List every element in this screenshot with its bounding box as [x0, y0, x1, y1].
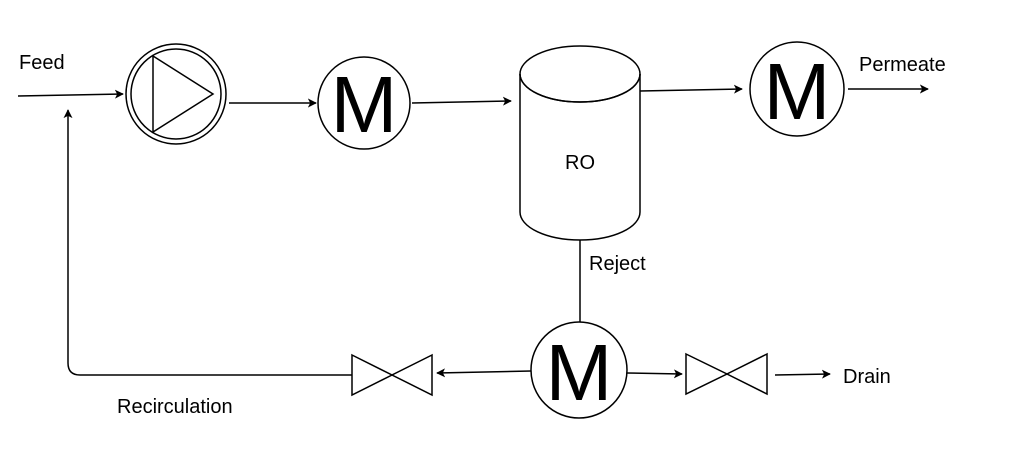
meter-2-label: M: [764, 47, 831, 136]
ro-vessel: RO: [519, 45, 641, 241]
ro-to-meter2-line: [639, 84, 743, 94]
recirculation-line: [63, 109, 352, 376]
meter-2: M: [749, 41, 845, 137]
permeate-label: Permeate: [859, 54, 946, 76]
ro-label: RO: [565, 152, 595, 174]
recirculation-label: Recirculation: [117, 396, 233, 418]
meter3-to-left-valve-line: [436, 368, 532, 378]
meter-3-label: M: [546, 328, 613, 417]
meter-1: M: [317, 56, 411, 150]
feed-line: [17, 89, 124, 99]
pump-triangle-icon: [152, 54, 215, 134]
meter3-to-right-valve-line: [626, 369, 683, 379]
pump: [125, 43, 227, 145]
recirculation-valve: [351, 353, 433, 397]
feed-label: Feed: [19, 52, 65, 74]
meter-1-label: M: [331, 60, 398, 149]
meter1-to-ro-line: [411, 96, 512, 106]
drain-line: [774, 369, 831, 379]
drain-label: Drain: [843, 366, 891, 388]
drain-valve: [685, 352, 768, 396]
meter-3: M: [530, 321, 628, 419]
reject-label: Reject: [589, 253, 646, 275]
